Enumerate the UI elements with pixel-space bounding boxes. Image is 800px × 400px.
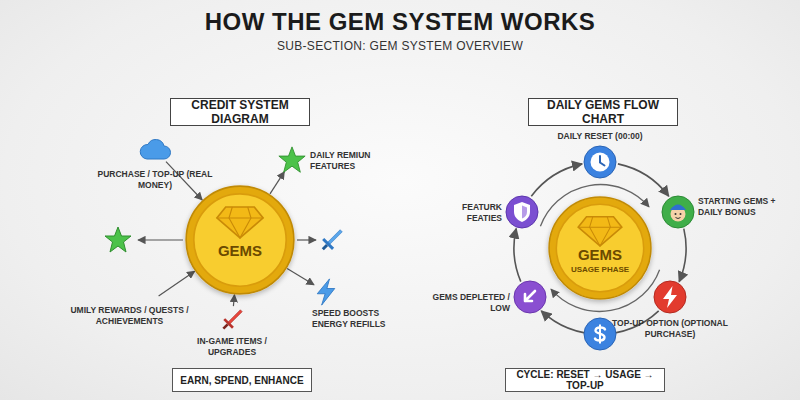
icon-symbol: [278, 146, 306, 174]
cycle-step-icon: DAILY RESET (00:00): [584, 146, 616, 178]
coin-title: GEMS: [578, 246, 622, 263]
coin-title: GEMS: [218, 242, 262, 259]
icon-label: FEATURK FEATIES: [440, 202, 502, 223]
usage-arrow: [540, 185, 659, 312]
cycle-step-icon: FEATURK FEATIES: [506, 196, 538, 228]
sword-icon: [318, 226, 346, 254]
summary-box: EARN, SPEND, ENHANCE: [172, 368, 312, 392]
diagram-title: HOW THE GEM SYSTEM WORKS: [0, 8, 800, 36]
flow-arrow: [618, 164, 669, 196]
cycle-step-icon: GEMS DEPLETED / LOW: [514, 281, 546, 313]
icon-symbol: [139, 134, 171, 166]
icon-symbol: [514, 281, 546, 313]
node-text: CYCLE: RESET → USAGE → TOP-UP: [506, 369, 664, 391]
icon-label: GEMS DEPLETED / LOW: [428, 292, 510, 313]
coin-shape: [185, 185, 295, 295]
icon-symbol: [584, 146, 616, 178]
star-icon: [105, 227, 131, 252]
icon-symbol: [218, 306, 246, 334]
coin-text: GEMS: [185, 242, 295, 259]
icon-label: TOP-UP OPTION (OPTIONAL PURCHASE): [605, 318, 735, 339]
section-header: CREDIT SYSTEM DIAGRAM: [170, 98, 310, 126]
summary-box: CYCLE: RESET → USAGE → TOP-UP: [505, 368, 665, 392]
feature-icon: PURCHASE / TOP-UP (REAL MONEY): [139, 134, 171, 166]
section-header: DAILY GEMS FLOW CHART: [528, 98, 678, 126]
feature-icon: IN-GAME ITEMS / UPGRADES: [218, 306, 246, 334]
icon-label: IN-GAME ITEMS / UPGRADES: [177, 336, 287, 357]
flow-arrow: [270, 172, 284, 194]
flow-arrow: [679, 229, 686, 282]
gem-coin: GEMS USAGE PHASE: [548, 196, 652, 300]
subtitle-text: SUB-SECTION: GEM SYSTEM OVERVIEW: [0, 39, 800, 53]
flow-arrow: [233, 295, 234, 306]
icon-symbol: [654, 281, 686, 313]
icon-symbol: [506, 196, 538, 228]
feature-icon: DAILY REMIUN FEATURES: [278, 146, 306, 174]
node-text: UMILY REWARDS / QUESTS / ACHIEVEMENTS: [62, 305, 197, 326]
node-text: EARN, SPEND, ENHANCE: [180, 375, 303, 386]
feature-icon: SPEED BOOSTS ENERGY REFILLS: [312, 278, 340, 306]
icon-symbol: [662, 196, 694, 228]
icon-label: DAILY RESET (00:00): [520, 131, 680, 142]
cycle-step-icon: STARTING GEMS + DAILY BONUS: [662, 196, 694, 228]
gem-coin: GEMS: [185, 185, 295, 295]
money-icon: [584, 318, 616, 350]
node-text: DAILY GEMS FLOW CHART: [529, 98, 677, 126]
flow-arrow: [514, 229, 521, 282]
flow-arrow: [159, 271, 195, 296]
node-text: CREDIT SYSTEM DIAGRAM: [171, 98, 309, 126]
icon-label: DAILY REMIUN FEATURES: [310, 150, 395, 171]
icon-label: STARTING GEMS + DAILY BONUS: [698, 196, 778, 217]
source-text: UMILY REWARDS / QUESTS / ACHIEVEMENTS: [62, 296, 197, 336]
flow-arrow: [531, 164, 582, 196]
coin-subtitle: USAGE PHASE: [571, 265, 629, 274]
coin-text: GEMS USAGE PHASE: [548, 246, 652, 274]
icon-label: SPEED BOOSTS ENERGY REFILLS: [312, 308, 397, 329]
icon-label: PURCHASE / TOP-UP (REAL MONEY): [95, 169, 215, 190]
icon-symbol: [312, 278, 340, 306]
cycle-step-icon: TOP-UP OPTION (OPTIONAL PURCHASE): [654, 281, 686, 313]
flow-arrow: [287, 269, 314, 285]
